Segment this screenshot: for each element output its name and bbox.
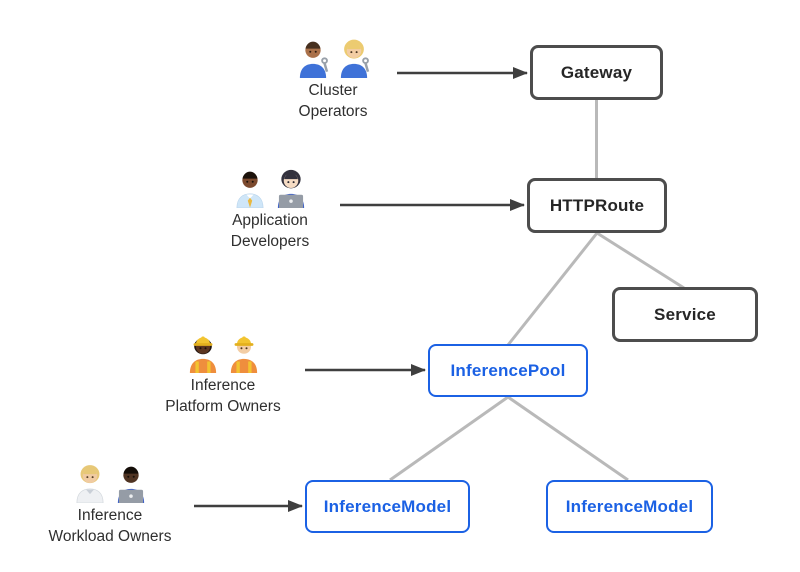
- node-inferencepool-label: InferencePool: [450, 360, 566, 380]
- woman-technologist-icon: [277, 169, 304, 208]
- man-construction-worker-icon: [230, 336, 257, 373]
- man-mechanic-icon: [299, 41, 328, 78]
- actor-cluster-operators: Cluster Operators: [223, 36, 443, 122]
- node-inferencemodel-right-label: InferenceModel: [565, 496, 694, 516]
- woman-construction-worker-icon: [189, 336, 216, 373]
- node-inferencemodel-left-label: InferenceModel: [323, 496, 452, 516]
- actor-inference-platform-owners-icons: [113, 331, 333, 373]
- actor-application-developers-label: Application Developers: [230, 212, 310, 250]
- man-technologist-icon: [117, 466, 144, 503]
- edge-httproute-service: [596, 231, 685, 290]
- node-httproute: HTTPRoute: [527, 178, 667, 233]
- actor-cluster-operators-icons: [223, 36, 443, 78]
- node-httproute-label: HTTPRoute: [549, 195, 645, 215]
- actor-inference-workload-owners-icons: [0, 461, 220, 503]
- node-inferencemodel-left: InferenceModel: [305, 480, 470, 533]
- actor-inference-platform-owners: Inference Platform Owners: [113, 331, 333, 417]
- actor-cluster-operators-label: Cluster Operators: [298, 82, 368, 120]
- node-service-label: Service: [654, 304, 716, 324]
- edge-inferencepool-inferencemodel-left: [389, 395, 509, 482]
- actor-inference-workload-owners-label: Inference Workload Owners: [48, 507, 172, 545]
- node-inferencemodel-right: InferenceModel: [546, 480, 713, 533]
- edge-inferencepool-inferencemodel-right: [507, 395, 629, 482]
- edge-httproute-inferencepool: [506, 232, 599, 346]
- actor-application-developers: Application Developers: [160, 166, 380, 252]
- node-inferencepool: InferencePool: [428, 344, 588, 397]
- health-worker-icon: [76, 465, 103, 503]
- actor-application-developers-icons: [160, 166, 380, 208]
- actor-inference-workload-owners: Inference Workload Owners: [0, 461, 220, 547]
- node-service: Service: [612, 287, 758, 342]
- man-office-worker-icon: [236, 171, 263, 208]
- woman-mechanic-icon: [340, 39, 369, 78]
- actor-inference-platform-owners-label: Inference Platform Owners: [165, 377, 281, 415]
- node-gateway-label: Gateway: [560, 62, 633, 82]
- node-gateway: Gateway: [530, 45, 663, 100]
